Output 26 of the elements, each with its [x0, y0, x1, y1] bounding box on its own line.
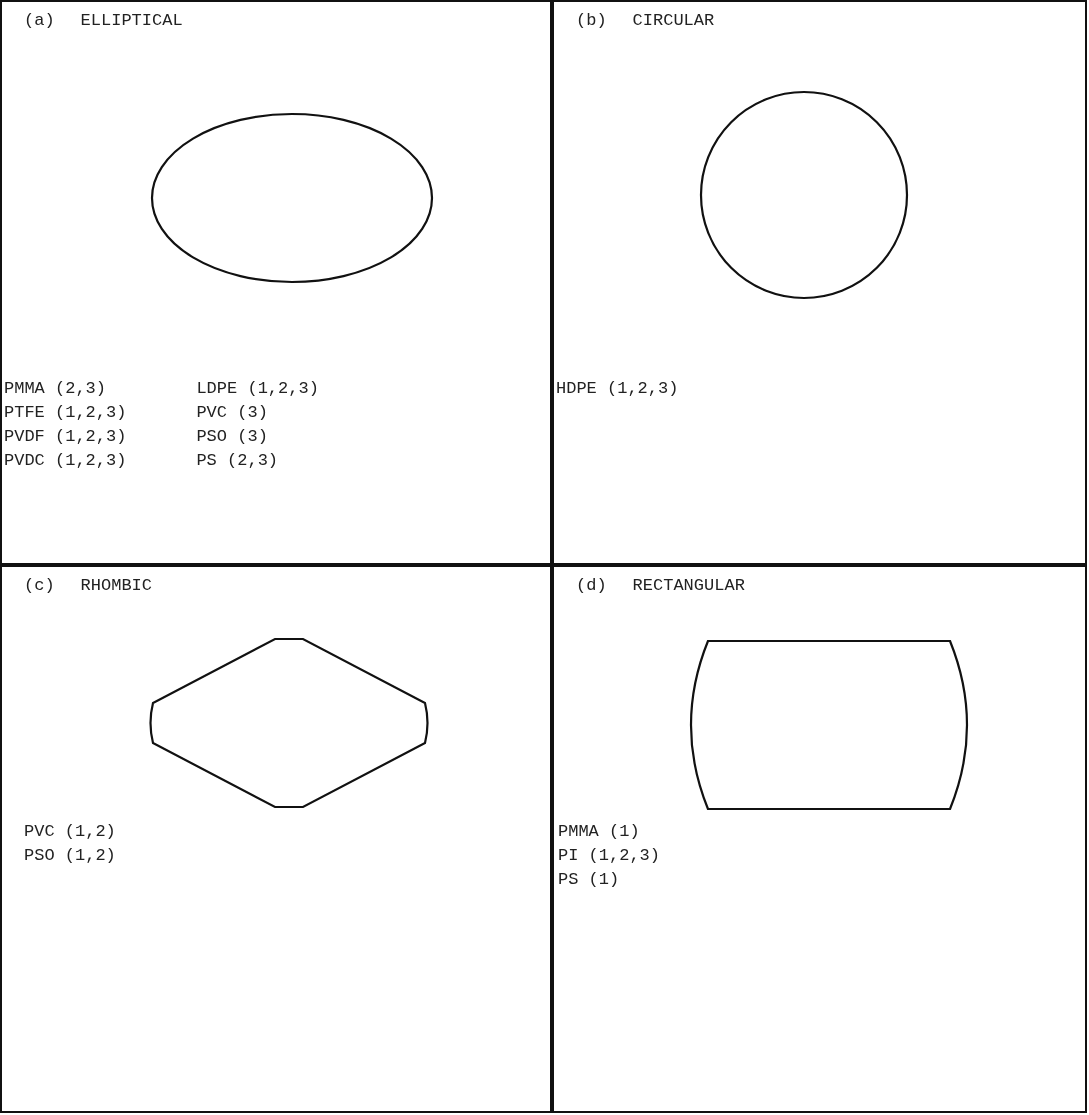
polymer-label: PMMA (2,3) — [4, 378, 108, 400]
panel-letter: (b) — [576, 10, 607, 32]
polymer-label: PSO (1,2) — [24, 845, 116, 867]
panel — [0, 0, 552, 565]
polymer-label: PSO (3) — [196, 426, 269, 448]
panel — [552, 0, 1087, 565]
polymer-label: PTFE (1,2,3) — [4, 402, 127, 424]
polymer-label: PVDF (1,2,3) — [4, 426, 127, 448]
panel-title: RECTANGULAR — [632, 575, 745, 597]
panel-title: RHOMBIC — [80, 575, 153, 597]
polymer-label: PVDC (1,2,3) — [4, 450, 127, 472]
polymer-label: PVC (1,2) — [24, 821, 116, 843]
panel-letter: (c) — [24, 575, 55, 597]
panel — [552, 565, 1087, 1113]
panel-letter: (a) — [24, 10, 55, 32]
polymer-label: PS (1) — [558, 869, 621, 891]
polymer-label: PVC (3) — [196, 402, 269, 424]
panel-letter: (d) — [576, 575, 607, 597]
panel-title: ELLIPTICAL — [80, 10, 183, 32]
polymer-label: PI (1,2,3) — [558, 845, 661, 867]
polymer-label: PMMA (1) — [558, 821, 641, 843]
polymer-label: HDPE (1,2,3) — [556, 378, 679, 400]
panel-title: CIRCULAR — [632, 10, 715, 32]
polymer-label: PS (2,3) — [196, 450, 280, 472]
panel — [0, 565, 552, 1113]
polymer-label: LDPE (1,2,3) — [196, 378, 319, 400]
